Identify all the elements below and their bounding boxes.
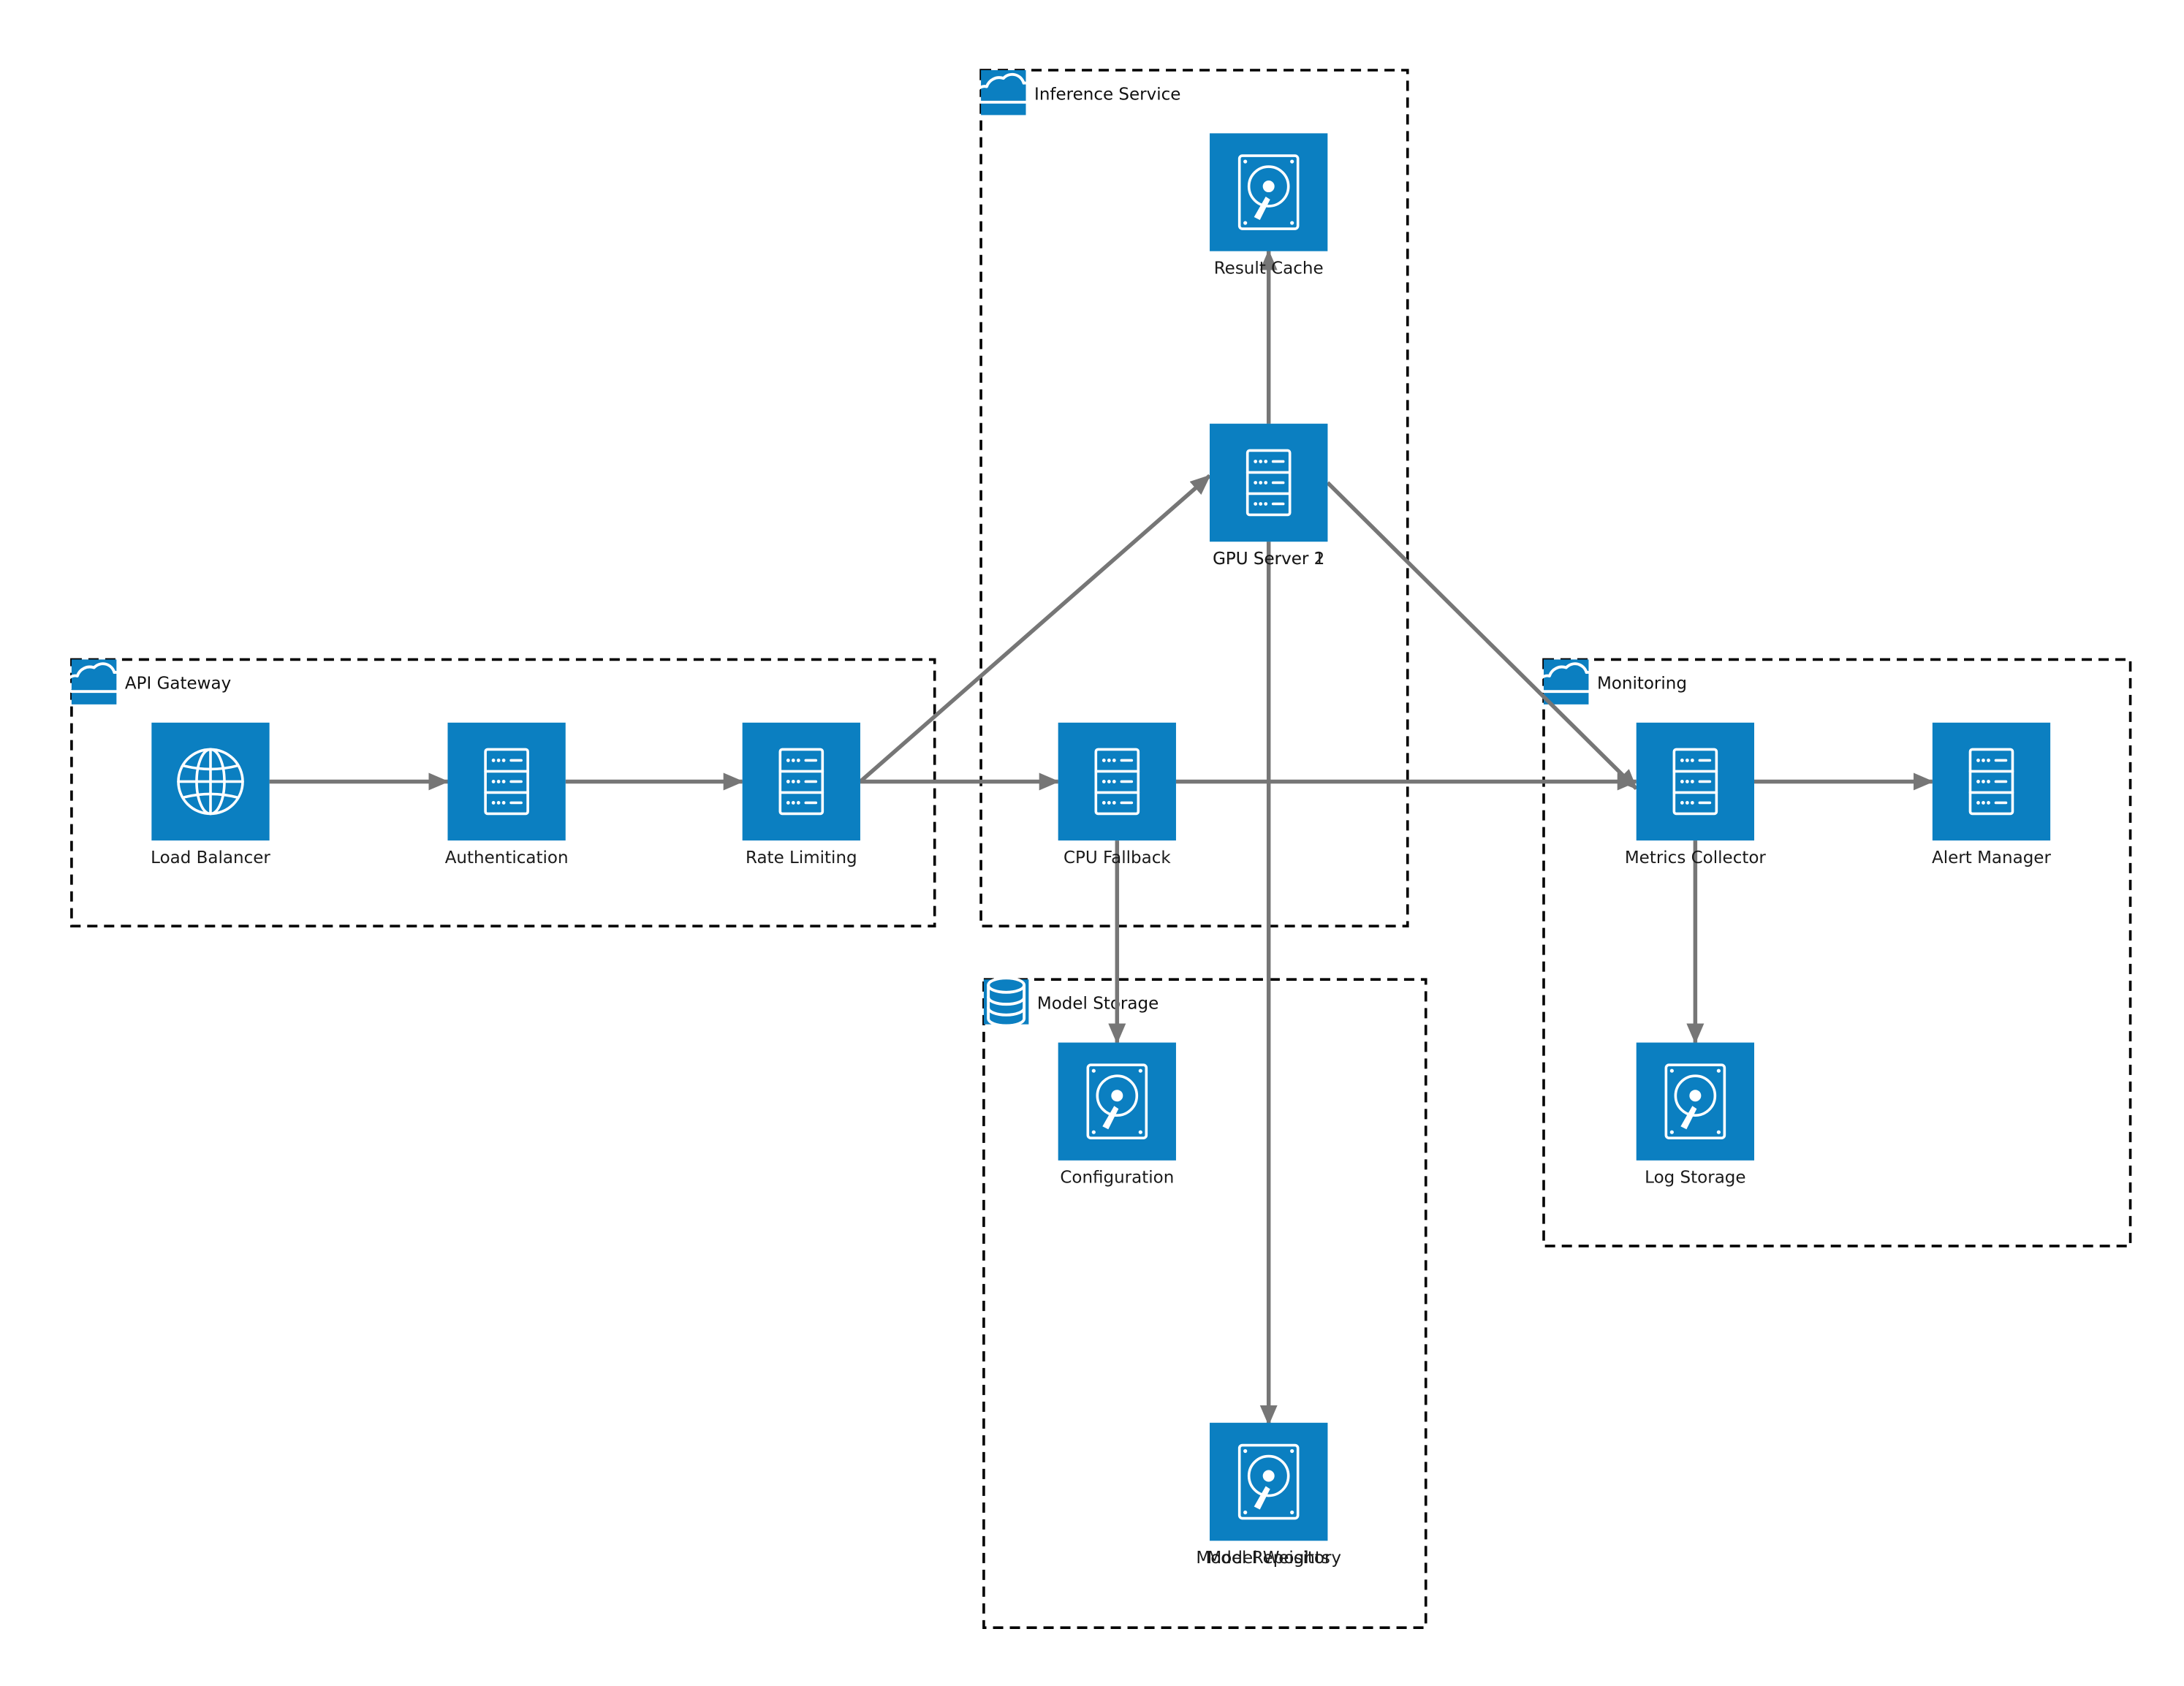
node-box: [1636, 1042, 1754, 1161]
node-configuration[interactable]: Configuration: [1058, 1042, 1176, 1188]
cluster-border: [70, 658, 936, 928]
edges-layer: [269, 249, 1934, 1426]
node-authentication[interactable]: Authentication: [445, 722, 569, 867]
node-label: Load Balancer: [151, 848, 270, 867]
node-result-cache[interactable]: Result Cache: [1210, 133, 1328, 278]
edge-rate-limiting-to-gpu-server-1: [859, 474, 1211, 783]
edge-gpu-server-1-to-metrics-collector: [1326, 481, 1638, 790]
node-label: Log Storage: [1645, 1169, 1745, 1188]
nodes-layer: Load Balancer Authentication Rate Limiting…: [151, 133, 2051, 1568]
cluster-monitoring: Monitoring: [1537, 658, 2132, 1248]
node-box: [1058, 1042, 1176, 1161]
node-rate-limiting[interactable]: Rate Limiting: [742, 722, 860, 867]
node-box: [1058, 722, 1176, 841]
cluster-label: Monitoring: [1597, 675, 1687, 694]
node-load-balancer[interactable]: Load Balancer: [151, 722, 270, 867]
node-label: GPU Server 1: [1213, 550, 1324, 569]
globe-icon: [177, 748, 244, 816]
cluster-api-gateway: API Gateway: [65, 658, 936, 928]
node-label: Authentication: [445, 848, 569, 867]
node-label: Model Repository: [1196, 1549, 1341, 1568]
node-label: GPU Server 2: [1213, 550, 1324, 569]
node-alert-manager[interactable]: Alert Manager: [1932, 722, 2051, 867]
cluster-model-storage: Model Storage: [982, 976, 1427, 1630]
node-label: Rate Limiting: [746, 848, 857, 867]
cluster-border: [982, 978, 1427, 1630]
cluster-inference-service: Inference Service: [974, 69, 1409, 927]
cluster-label: Inference Service: [1034, 85, 1180, 104]
node-label: Model Weights: [1207, 1549, 1330, 1568]
node-metrics-collector[interactable]: Metrics Collector: [1625, 722, 1767, 867]
cluster-border: [979, 69, 1409, 927]
node-model-weights[interactable]: Model Weights: [1207, 1422, 1330, 1568]
cluster-label: API Gateway: [125, 675, 231, 694]
cluster-border: [1542, 658, 2132, 1248]
node-label: Alert Manager: [1932, 848, 2051, 867]
node-label: Result Cache: [1214, 259, 1324, 278]
node-box: [1210, 423, 1328, 542]
node-cpu-fallback[interactable]: CPU Fallback: [1058, 722, 1176, 867]
node-box: [1932, 722, 2051, 841]
node-label: Configuration: [1060, 1169, 1174, 1188]
node-log-storage[interactable]: Log Storage: [1636, 1042, 1754, 1188]
node-box: [447, 722, 566, 841]
cluster-label: Model Storage: [1037, 994, 1159, 1013]
node-gpu-server-2[interactable]: GPU Server 2: [1210, 423, 1328, 569]
node-label: Metrics Collector: [1625, 848, 1767, 867]
node-label: CPU Fallback: [1063, 848, 1171, 867]
node-box: [742, 722, 860, 841]
node-box: [1636, 722, 1754, 841]
